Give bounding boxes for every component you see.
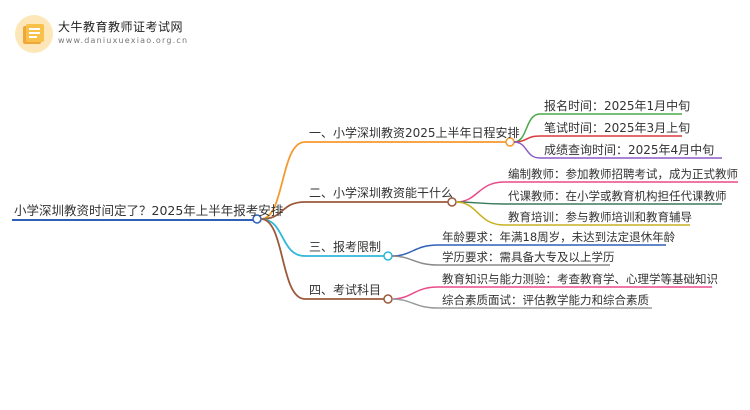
- edge-b4-c2: [391, 298, 652, 309]
- edge-b2-c3: [455, 201, 690, 226]
- leaf-3-1: 年龄要求：年满18周岁，未达到法定退休年龄: [442, 230, 676, 244]
- edge-b1-c1: [513, 113, 682, 143]
- branch-2-label: 二、小学深圳教资能干什么: [309, 186, 454, 200]
- leaf-1-1: 报名时间：2025年1月中旬: [544, 99, 691, 113]
- edge-root-b2: [260, 201, 306, 220]
- root-topic: 小学深圳教资时间定了？2025年上半年报考安排: [14, 203, 284, 218]
- branch-3-dot: [383, 251, 393, 261]
- branch-3-label: 三、报考限制: [309, 240, 382, 254]
- edge-b1-c2: [513, 135, 682, 143]
- leaf-4-1: 教育知识与能力测验：考查教育学、心理学等基础知识: [442, 272, 718, 286]
- edge-root-b1: [260, 141, 306, 220]
- edge-root-b3: [260, 218, 306, 257]
- leaf-1-3: 成绩查询时间：2025年4月中旬: [544, 143, 715, 157]
- site-url: www.daniuxuexiao.org.cn: [58, 36, 189, 45]
- site-name: 大牛教育教师证考试网: [58, 20, 184, 34]
- leaf-4-2: 综合素质面试：评估教学能力和综合素质: [442, 293, 649, 307]
- branch-1-label: 一、小学深圳教资2025上半年日程安排: [309, 126, 520, 140]
- edge-b1-c3: [513, 141, 722, 159]
- branch-4-dot: [383, 294, 393, 304]
- edge-b4-c1: [391, 286, 712, 300]
- leaf-2-3: 教育培训：参与教师培训和教育辅导: [508, 210, 692, 224]
- leaf-1-2: 笔试时间：2025年3月上旬: [544, 121, 691, 135]
- branch-4-label: 四、考试科目: [309, 283, 382, 297]
- edge-root-b4: [260, 218, 306, 300]
- book-icon: [15, 15, 53, 53]
- edge-b3-c2: [391, 255, 610, 266]
- leaf-3-2: 学历要求：需具备大专及以上学历: [442, 250, 615, 264]
- edge-b2-c1: [455, 181, 738, 203]
- leaf-2-2: 代课教师：在小学或教育机构担任代课教师: [508, 189, 727, 203]
- leaf-2-1: 编制教师：参加教师招聘考试，成为正式教师: [508, 167, 738, 181]
